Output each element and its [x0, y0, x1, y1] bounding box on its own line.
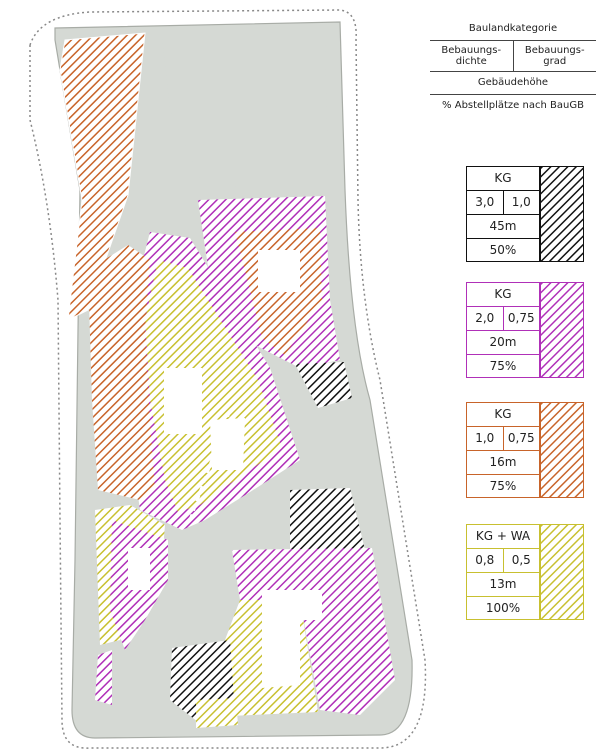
legend-header-parking: % Abstellplätze nach BauGB — [442, 100, 584, 111]
legend-item-ratios: 3,0 1,0 — [467, 191, 539, 215]
legend-swatch-black — [540, 166, 584, 262]
site-boundary — [29, 9, 427, 749]
legend-item-table: KG + WA 0,8 0,5 13m 100% — [466, 524, 540, 620]
legend-item-ratios: 0,8 0,5 — [467, 549, 539, 573]
block-orange-west — [88, 245, 155, 500]
legend-item-density: 0,8 — [467, 549, 504, 572]
legend-header: Baulandkategorie Bebauungs-dichte Bebauu… — [430, 18, 596, 117]
legend-item-height: 45m — [467, 215, 539, 239]
legend-item-degree: 1,0 — [511, 195, 531, 209]
legend-swatch-magenta — [540, 282, 584, 378]
legend-item-table: KG 3,0 1,0 45m 50% — [466, 166, 540, 262]
block-black-east — [295, 362, 352, 408]
legend-item-density: 3,0 — [467, 191, 504, 214]
building-void-central-2 — [210, 418, 245, 470]
legend-header-height: Gebäudehöhe — [430, 72, 596, 95]
legend-item-category: KG — [467, 283, 539, 307]
legend-header-density: Bebauungs-dichte — [430, 41, 514, 71]
legend-item-parking: 75% — [489, 359, 517, 373]
block-black-southeast — [290, 488, 365, 560]
legend-item-height: 13m — [467, 573, 539, 597]
legend-item-height: 20m — [467, 331, 539, 355]
legend-item-category: KG + WA — [467, 525, 539, 549]
legend-item-parking: 100% — [485, 601, 521, 615]
legend-item-magenta: KG 2,0 0,75 20m 75% — [466, 282, 584, 378]
block-magenta-south-tip — [95, 650, 112, 705]
legend-header-degree: Bebauungs-grad — [524, 45, 585, 67]
legend-item-table: KG 2,0 0,75 20m 75% — [466, 282, 540, 378]
legend-item-black: KG 3,0 1,0 45m 50% — [466, 166, 584, 262]
block-orange-north — [59, 32, 146, 321]
legend-item-degree: 0,75 — [507, 311, 535, 325]
legend-item-orange: KG 1,0 0,75 16m 75% — [466, 402, 584, 498]
building-void-central-1 — [164, 368, 202, 434]
legend-header-split: Bebauungs-dichte Bebauungs-grad — [430, 41, 596, 72]
legend-item-density: 2,0 — [467, 307, 504, 330]
block-orange-strip-northeast — [162, 32, 328, 190]
legend-item-table: KG 1,0 0,75 16m 75% — [466, 402, 540, 498]
legend-swatch-yellow — [540, 524, 584, 620]
legend-item-category: KG — [467, 403, 539, 427]
legend-item-density: 1,0 — [467, 427, 504, 450]
block-yellow-central — [145, 260, 282, 512]
legend-item-parking: 75% — [489, 479, 517, 493]
block-magenta-southeast — [232, 548, 395, 715]
building-void-southwest — [128, 548, 150, 590]
legend-item-ratios: 2,0 0,75 — [467, 307, 539, 331]
block-yellow-south-strip — [196, 698, 238, 728]
legend-item-degree: 0,75 — [507, 431, 535, 445]
legend-item-category: KG — [467, 167, 539, 191]
building-void-southeast — [262, 590, 322, 688]
legend-item-ratios: 1,0 0,75 — [467, 427, 539, 451]
legend-item-height: 16m — [467, 451, 539, 475]
legend-item-parking: 50% — [489, 243, 517, 257]
legend-item-yellow: KG + WA 0,8 0,5 13m 100% — [466, 524, 584, 620]
legend-swatch-orange — [540, 402, 584, 498]
building-void-east — [258, 250, 300, 292]
legend-header-title: Baulandkategorie — [430, 18, 596, 41]
legend-item-degree: 0,5 — [511, 553, 531, 567]
site-plan-map — [29, 9, 427, 749]
